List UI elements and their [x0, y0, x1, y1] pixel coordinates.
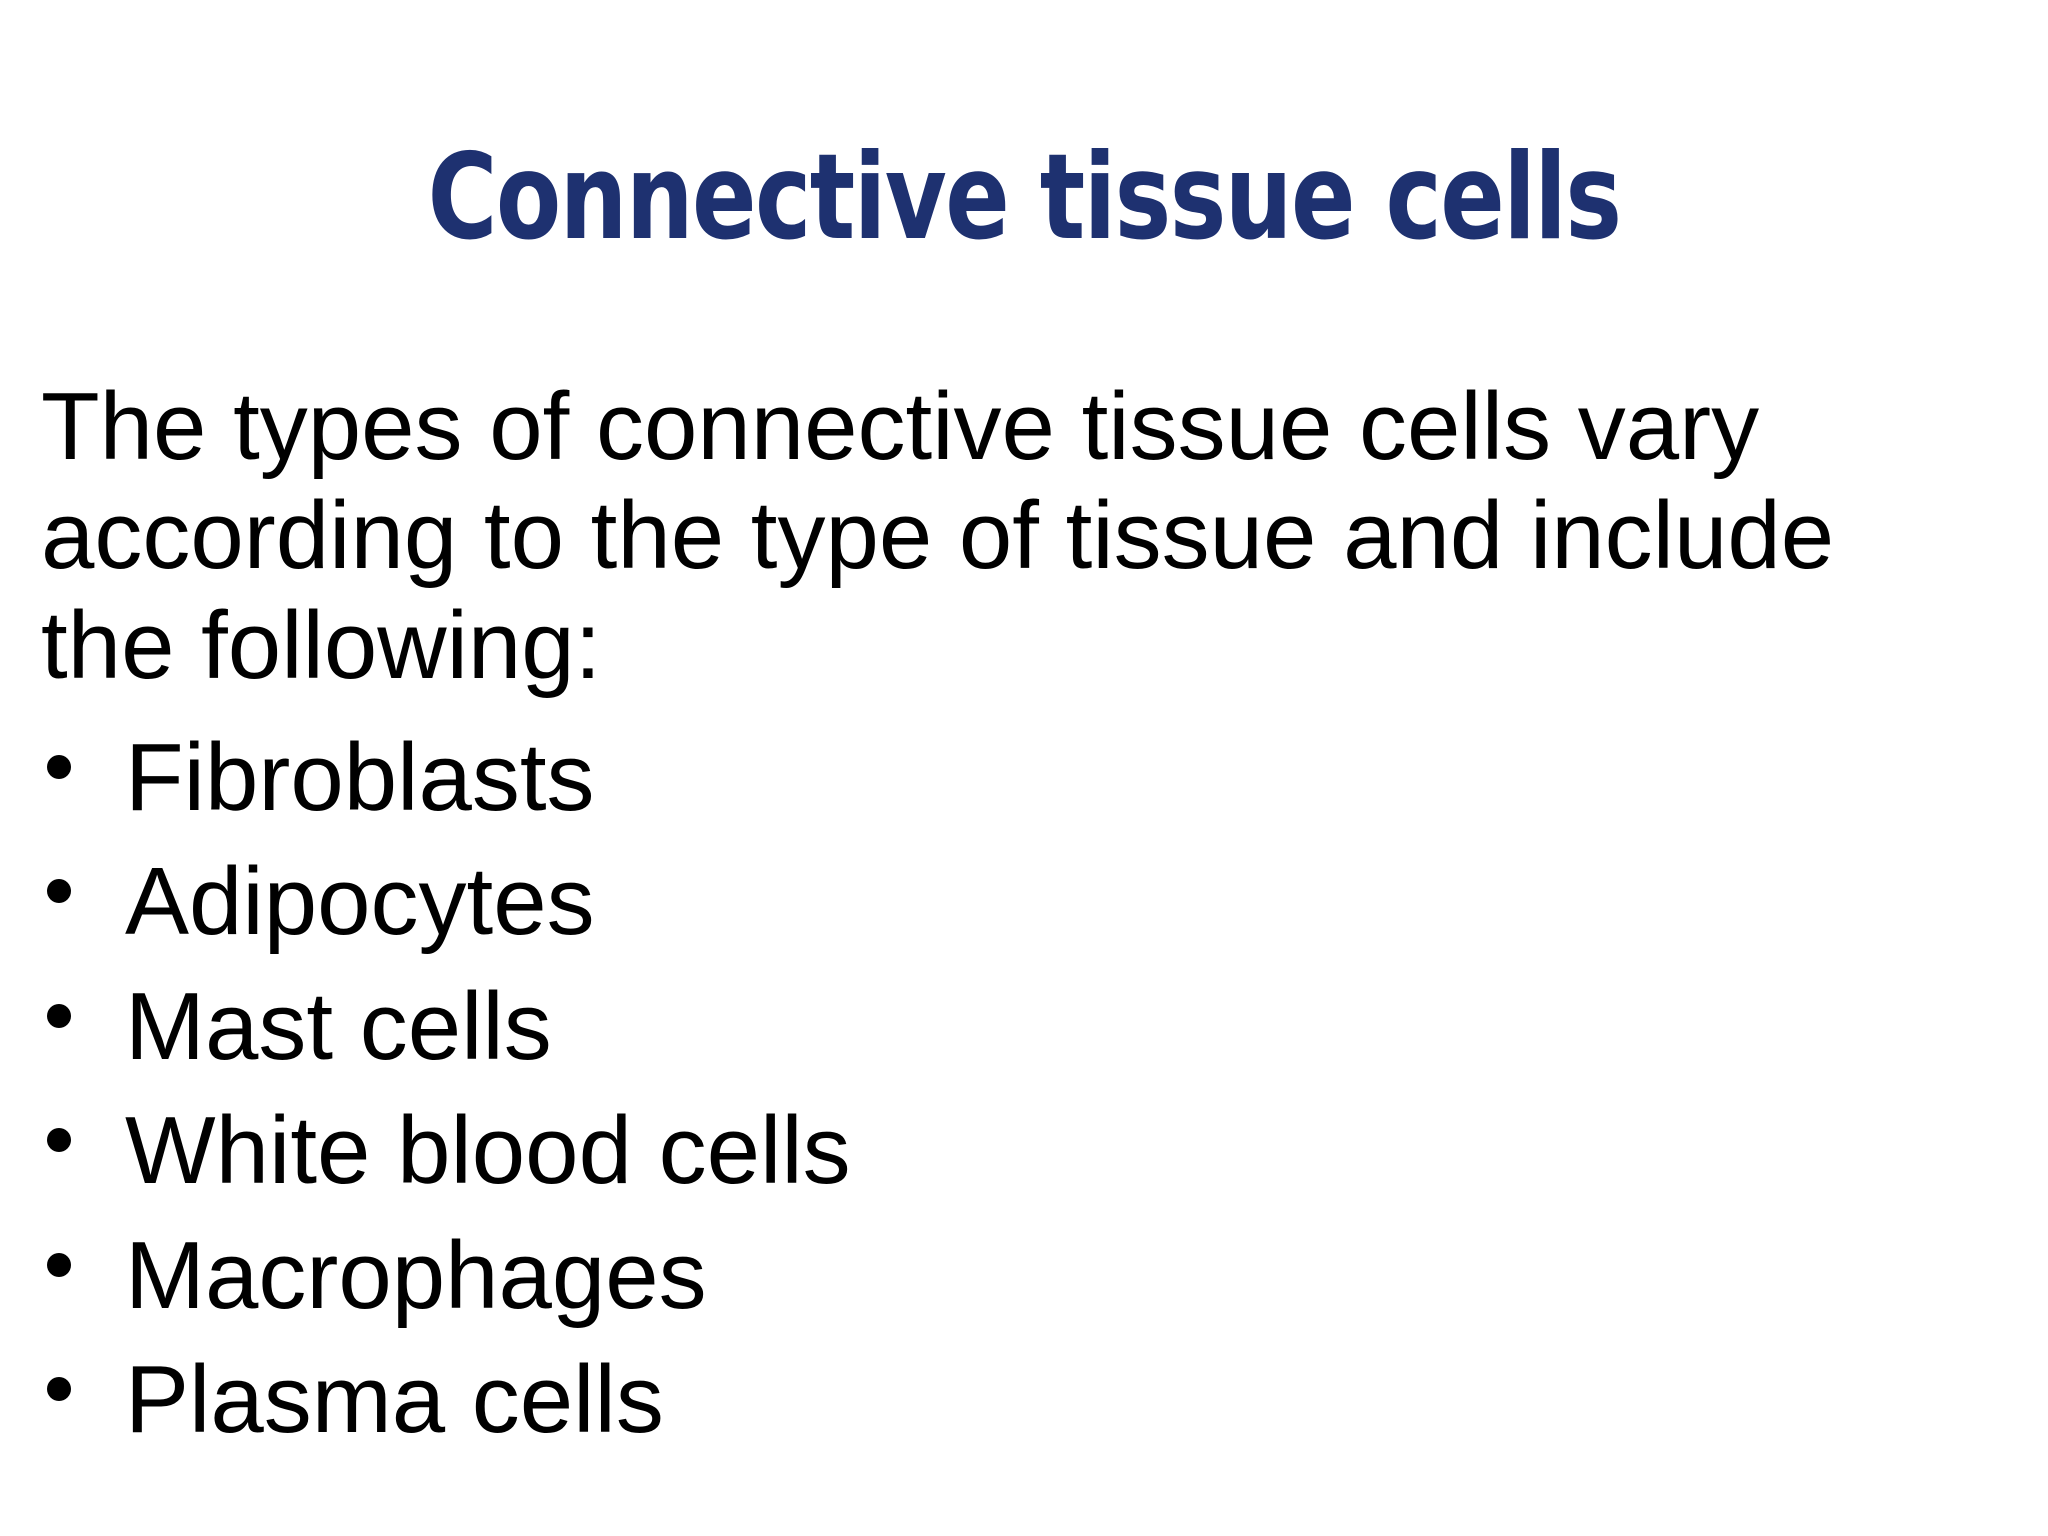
- bullet-icon: [47, 1252, 71, 1277]
- list-item: Adipocytes: [47, 847, 851, 956]
- bullet-icon: [47, 879, 71, 904]
- list-item-label: Adipocytes: [125, 848, 595, 956]
- list-item: Fibroblasts: [47, 723, 851, 832]
- paragraph-line: the following:: [41, 591, 602, 699]
- list-item: Mast cells: [47, 972, 851, 1081]
- body-paragraph: The types of connective tissue cells var…: [41, 372, 1834, 700]
- bullet-icon: [47, 1003, 71, 1028]
- list-item: Plasma cells: [47, 1345, 851, 1454]
- bullet-icon: [47, 755, 71, 779]
- paragraph-line: The types of connective tissue cells var…: [41, 373, 1760, 480]
- bullet-icon: [47, 1128, 71, 1153]
- list-item-label: Macrophages: [125, 1221, 707, 1329]
- list-item-label: Plasma cells: [125, 1346, 664, 1454]
- list-item-label: Fibroblasts: [125, 724, 595, 831]
- bullet-icon: [47, 1377, 71, 1402]
- list-item-label: White blood cells: [125, 1097, 851, 1205]
- list-item-label: Mast cells: [125, 972, 552, 1080]
- paragraph-line: according to the type of tissue and incl…: [41, 482, 1835, 590]
- list-item: White blood cells: [47, 1096, 851, 1205]
- bullet-list: Fibroblasts Adipocytes Mast cells White …: [47, 723, 851, 1470]
- list-item: Macrophages: [47, 1221, 851, 1330]
- slide-title: Connective tissue cells: [427, 129, 1622, 267]
